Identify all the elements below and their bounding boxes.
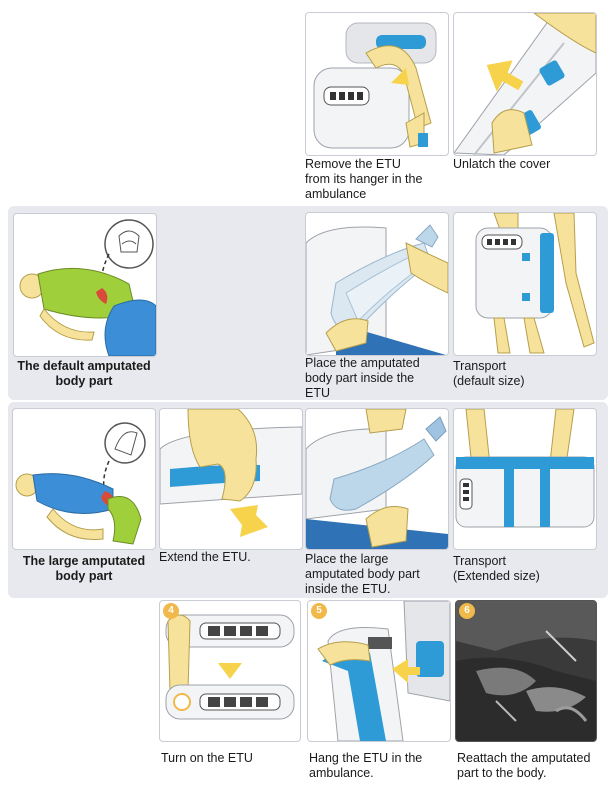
place-large-part-illustration [305, 408, 449, 550]
hang-etu-caption: Hang the ETU in the ambulance. [309, 751, 423, 780]
place-part-illustration [305, 212, 449, 356]
place-large-part-caption: Place the large amputated body part insi… [305, 552, 420, 596]
turn-on-caption: Turn on the ETU [161, 751, 253, 765]
extend-etu-illustration [159, 408, 303, 550]
step5-number: 5 [311, 603, 327, 619]
unlatch-cover-illustration [453, 12, 597, 156]
step6-number: 6 [459, 603, 475, 619]
transport-extended-caption: Transport (Extended size) [453, 554, 540, 583]
step1-caption: Remove the ETU from its hanger in the am… [305, 157, 423, 201]
extend-etu-caption: Extend the ETU. [159, 550, 251, 564]
transport-default-caption: Transport (default size) [453, 359, 525, 388]
turn-on-etu-illustration: 4 [159, 600, 301, 742]
remove-etu-illustration [305, 12, 449, 156]
reattach-part-photo: 6 [455, 600, 597, 742]
transport-default-illustration [453, 212, 597, 356]
transport-extended-illustration [453, 408, 597, 550]
large-part-diagram [12, 408, 156, 550]
hang-etu-illustration: 5 [307, 600, 451, 742]
step2-caption: Unlatch the cover [453, 157, 551, 171]
default-part-diagram [13, 213, 157, 357]
place-part-caption: Place the amputated body part inside the… [305, 356, 420, 400]
reattach-caption: Reattach the amputated part to the body. [457, 751, 591, 780]
step4-number: 4 [163, 603, 179, 619]
default-part-label: The default amputated body part [17, 359, 151, 388]
large-part-label: The large amputated body part [22, 554, 146, 583]
